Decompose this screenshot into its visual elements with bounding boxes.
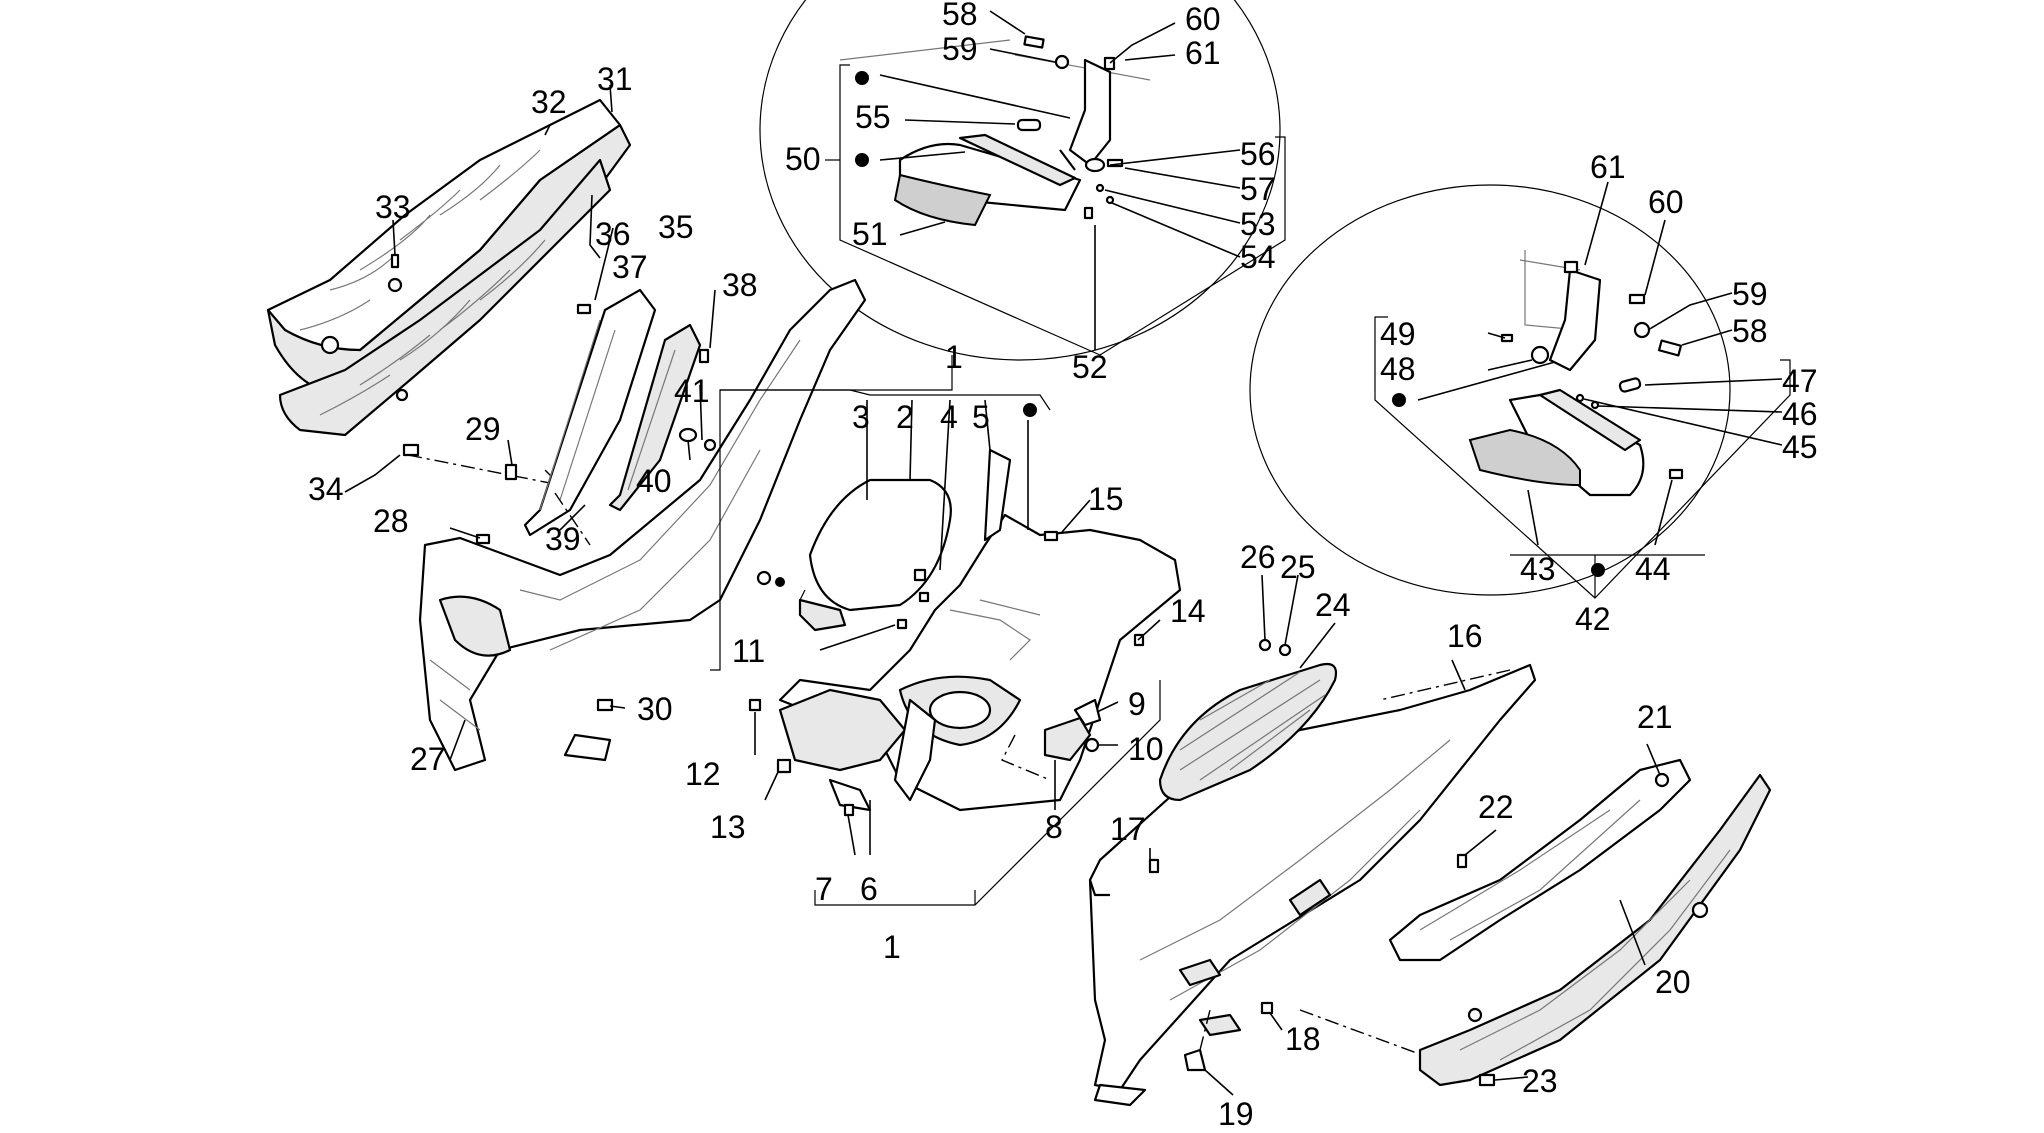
- label-31: 31: [597, 61, 633, 97]
- right-floor-mat: [1388, 743, 1772, 1087]
- label-60-top: 60: [1185, 1, 1221, 37]
- label-15: 15: [1088, 481, 1124, 517]
- label-38: 38: [722, 267, 758, 303]
- label-4: 4: [940, 399, 958, 435]
- label-26: 26: [1240, 539, 1276, 575]
- left-floor-mat: [266, 84, 632, 493]
- label-42: 42: [1575, 601, 1611, 637]
- label-30: 30: [637, 691, 673, 727]
- label-21: 21: [1637, 699, 1673, 735]
- label-59-top: 59: [942, 31, 978, 67]
- label-16: 16: [1447, 618, 1483, 654]
- label-47: 47: [1782, 363, 1818, 399]
- label-50: 50: [785, 141, 821, 177]
- label-48: 48: [1380, 351, 1416, 387]
- label-56: 56: [1240, 136, 1276, 172]
- label-58-right: 58: [1732, 313, 1768, 349]
- label-54: 54: [1240, 239, 1276, 275]
- label-24: 24: [1315, 587, 1351, 623]
- label-37: 37: [612, 249, 648, 285]
- label-13: 13: [710, 809, 746, 845]
- label-19: 19: [1218, 1096, 1254, 1128]
- label-1-top: 1: [945, 339, 963, 375]
- label-41: 41: [674, 373, 710, 409]
- label-27: 27: [410, 741, 446, 777]
- callout-labels: 58 59 60 61 55 50 51 52 56 57 53 54 31 3…: [308, 0, 1818, 1132]
- left-inner-cover-parts: [504, 194, 717, 537]
- label-42-bracket: [1510, 554, 1705, 598]
- label-8: 8: [1045, 809, 1063, 845]
- detail-circle-right: [1249, 181, 1791, 599]
- label-61-right: 61: [1590, 149, 1626, 185]
- detail-circle-top: [759, 0, 1286, 361]
- label-61-top: 61: [1185, 35, 1221, 71]
- left-side-panel: [418, 278, 867, 772]
- label-59-right: 59: [1732, 276, 1768, 312]
- label-2: 2: [896, 399, 914, 435]
- label-39: 39: [545, 521, 581, 557]
- label-33: 33: [375, 189, 411, 225]
- label-53: 53: [1240, 206, 1276, 242]
- label-52: 52: [1072, 349, 1108, 385]
- label-5: 5: [972, 399, 990, 435]
- label-1-bottom: 1: [883, 929, 901, 965]
- label-9: 9: [1128, 686, 1146, 722]
- label-55: 55: [855, 99, 891, 135]
- label-40: 40: [636, 463, 672, 499]
- label-43: 43: [1520, 551, 1556, 587]
- label-44: 44: [1635, 551, 1671, 587]
- label-23: 23: [1522, 1063, 1558, 1099]
- label-45: 45: [1782, 429, 1818, 465]
- label-49: 49: [1380, 316, 1416, 352]
- label-36: 36: [595, 216, 631, 252]
- label-34: 34: [308, 471, 344, 507]
- label-35: 35: [658, 209, 694, 245]
- label-51: 51: [852, 216, 888, 252]
- center-tunnel-assembly: [710, 355, 1182, 906]
- label-6: 6: [860, 871, 878, 907]
- label-28: 28: [373, 503, 409, 539]
- label-25: 25: [1280, 549, 1316, 585]
- label-29: 29: [465, 411, 501, 447]
- label-12: 12: [685, 756, 721, 792]
- label-7: 7: [815, 871, 833, 907]
- label-10: 10: [1128, 731, 1164, 767]
- label-22: 22: [1478, 789, 1514, 825]
- label-14: 14: [1170, 593, 1206, 629]
- label-11: 11: [732, 633, 765, 669]
- label-60-right: 60: [1648, 184, 1684, 220]
- label-32: 32: [531, 84, 567, 120]
- label-58-top: 58: [942, 0, 978, 32]
- label-3: 3: [852, 399, 870, 435]
- label-46: 46: [1782, 396, 1818, 432]
- label-20: 20: [1655, 964, 1691, 1000]
- label-57: 57: [1240, 171, 1276, 207]
- label-17: 17: [1110, 811, 1146, 847]
- right-side-panel: [1088, 574, 1537, 1107]
- label-18: 18: [1285, 1021, 1321, 1057]
